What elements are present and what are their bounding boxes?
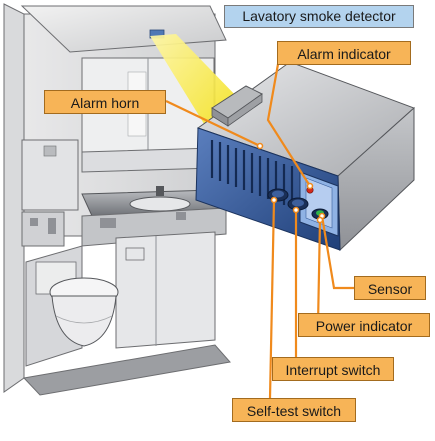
leader-self-test-switch	[268, 199, 276, 399]
callout-alarm-horn: Alarm horn	[44, 90, 166, 114]
diagram-title: Lavatory smoke detector	[224, 5, 414, 28]
light-strip	[81, 147, 215, 173]
faucet	[156, 186, 164, 196]
toilet	[25, 245, 119, 367]
callout-self-test-switch: Self-test switch	[232, 398, 356, 422]
leader-alarm-horn	[165, 100, 261, 147]
callout-power-indicator: Power indicator	[298, 313, 430, 337]
callout-sensor: Sensor	[354, 276, 426, 300]
left-wall	[3, 3, 25, 393]
detector-connector	[211, 85, 263, 127]
vanity-doors	[115, 231, 216, 349]
wall-dispenser	[21, 211, 65, 247]
sink-basin	[129, 196, 191, 212]
leader-alarm-indicator	[266, 52, 311, 187]
interrupt-switch-button	[287, 197, 309, 211]
callout-interrupt-switch: Interrupt switch	[272, 357, 394, 381]
leader-endpoints	[256, 142, 326, 224]
smoke-detector-unit	[195, 61, 415, 252]
floor	[22, 344, 231, 396]
leader-sensor	[320, 215, 354, 290]
callout-alarm-indicator: Alarm indicator	[277, 41, 411, 65]
